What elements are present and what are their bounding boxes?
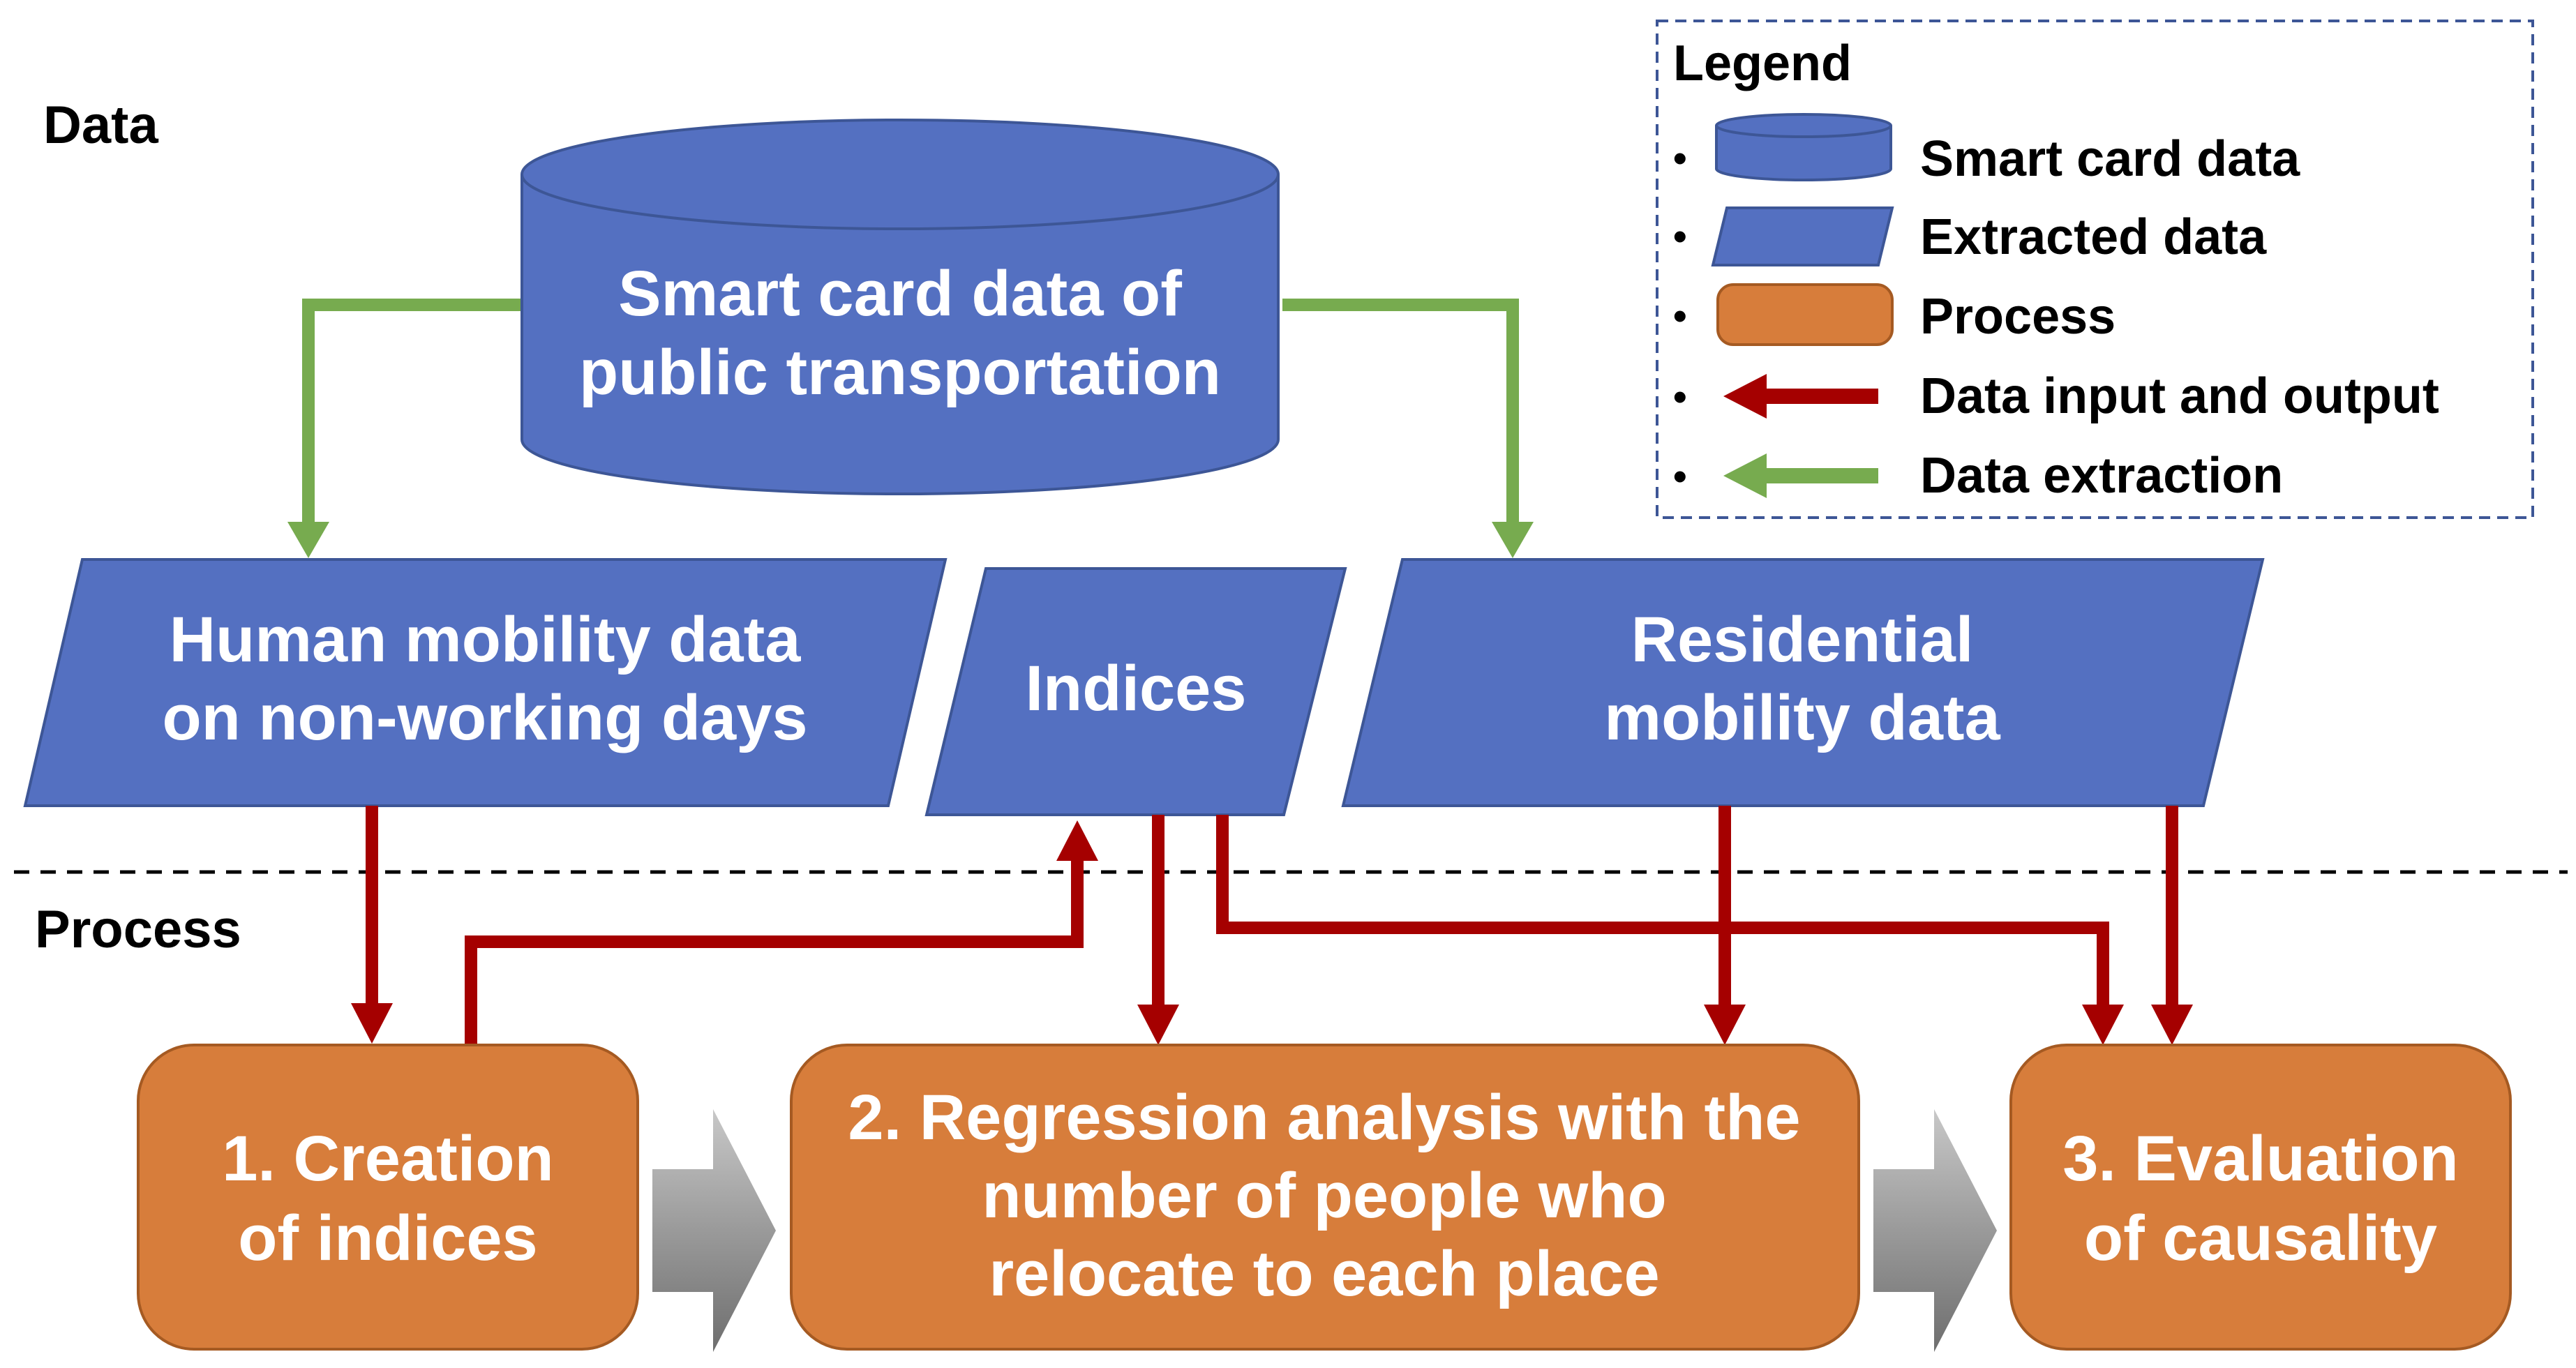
extraction-arrow-right xyxy=(1282,299,1534,558)
process-regression-analysis: 2. Regression analysis with the number o… xyxy=(790,1044,1860,1351)
extraction-arrow-left xyxy=(287,299,522,558)
io-arrow-process1-to-indices xyxy=(465,820,1098,1045)
legend-bullet: • xyxy=(1673,454,1687,498)
residential-mobility-data-node: Residential mobility data xyxy=(1341,558,2265,807)
parallelogram-icon xyxy=(1711,206,1894,266)
process2-label-line3: relocate to each place xyxy=(989,1238,1659,1309)
process1-label-line2: of indices xyxy=(238,1203,537,1274)
legend-label-process: Process xyxy=(1920,289,2116,345)
legend-bullet: • xyxy=(1673,136,1687,180)
residential-label-line1: Residential xyxy=(1631,604,1974,675)
smart-card-database: Smart card data of public transportation xyxy=(521,119,1280,495)
process-evaluation-of-causality: 3. Evaluation of causality xyxy=(2009,1044,2512,1351)
io-arrow-residential-to-process3 xyxy=(2151,806,2193,1045)
legend: Legend • Smart card data • Extracted dat… xyxy=(1656,20,2534,519)
red-arrow-icon xyxy=(1723,374,1878,419)
flow-arrow-process1-to-process2 xyxy=(652,1109,776,1352)
human-mobility-label-line2: on non-working days xyxy=(162,682,807,753)
human-mobility-data-node: Human mobility data on non-working days xyxy=(23,558,948,807)
legend-label-smart-card: Smart card data xyxy=(1920,131,2300,187)
process2-label-line2: number of people who xyxy=(982,1160,1666,1231)
process3-label-line2: of causality xyxy=(2084,1203,2437,1274)
process-creation-of-indices: 1. Creation of indices xyxy=(137,1044,639,1351)
legend-label-io: Data input and output xyxy=(1920,368,2439,424)
process-section-label: Process xyxy=(35,900,241,959)
database-label-line1: Smart card data of xyxy=(618,258,1182,329)
indices-label: Indices xyxy=(1025,653,1246,724)
database-label-line2: public transportation xyxy=(579,337,1221,408)
flow-arrow-process2-to-process3 xyxy=(1873,1109,1997,1352)
legend-frame xyxy=(1656,20,2534,519)
io-arrow-residential-to-process2 xyxy=(1704,806,1746,1045)
process2-label-line1: 2. Regression analysis with the xyxy=(848,1082,1800,1153)
io-arrow-indices-to-process2 xyxy=(1137,815,1179,1045)
legend-bullet: • xyxy=(1673,214,1687,258)
process1-label-line1: 1. Creation xyxy=(222,1123,553,1194)
legend-label-extraction: Data extraction xyxy=(1920,448,2283,504)
io-arrow-indices-to-process3 xyxy=(1216,815,2124,1045)
rounded-rect-icon xyxy=(1716,283,1894,346)
indices-node: Indices xyxy=(924,567,1347,816)
legend-bullet: • xyxy=(1673,294,1687,338)
legend-title: Legend xyxy=(1673,36,1852,91)
io-arrow-human-to-process1 xyxy=(351,806,393,1044)
data-section-label: Data xyxy=(43,96,158,155)
process3-label-line1: 3. Evaluation xyxy=(2062,1123,2459,1194)
human-mobility-label-line1: Human mobility data xyxy=(170,604,802,675)
cylinder-icon xyxy=(1715,113,1892,181)
legend-bullet: • xyxy=(1673,375,1687,419)
legend-label-extracted: Extracted data xyxy=(1920,209,2267,265)
green-arrow-icon xyxy=(1723,453,1878,498)
residential-label-line2: mobility data xyxy=(1604,682,2000,753)
